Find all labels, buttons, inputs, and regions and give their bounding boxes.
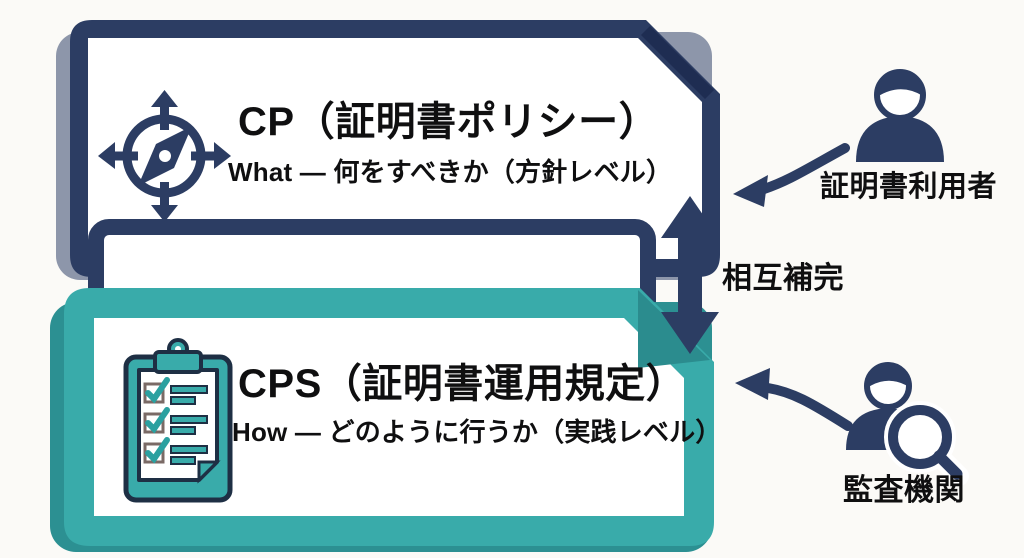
certificate-user-label: 証明書利用者 xyxy=(820,171,998,203)
audit-organization-label: 監査機関 xyxy=(843,474,965,507)
cps-box-title: CPS（証明書運用規定） xyxy=(238,362,687,406)
cp-fold-corner xyxy=(641,26,714,99)
cp-box-title: CP（証明書ポリシー） xyxy=(238,100,660,144)
cp-document-box xyxy=(70,20,720,277)
clipboard-checklist-icon xyxy=(123,338,233,503)
mutual-complement-arrow-icon xyxy=(661,196,719,354)
auditor-arrow-icon xyxy=(735,368,853,431)
mutual-complement-label: 相互補完 xyxy=(722,262,844,295)
auditor-magnifier-icon xyxy=(846,362,969,486)
cp-box-subtitle: What ― 何をすべきか（方針レベル） xyxy=(228,157,673,187)
person-icon xyxy=(856,69,944,162)
cps-box-subtitle: How ― どのように行うか（実践レベル） xyxy=(232,417,722,447)
user-arrow-icon xyxy=(733,143,850,207)
compass-icon xyxy=(98,90,231,222)
